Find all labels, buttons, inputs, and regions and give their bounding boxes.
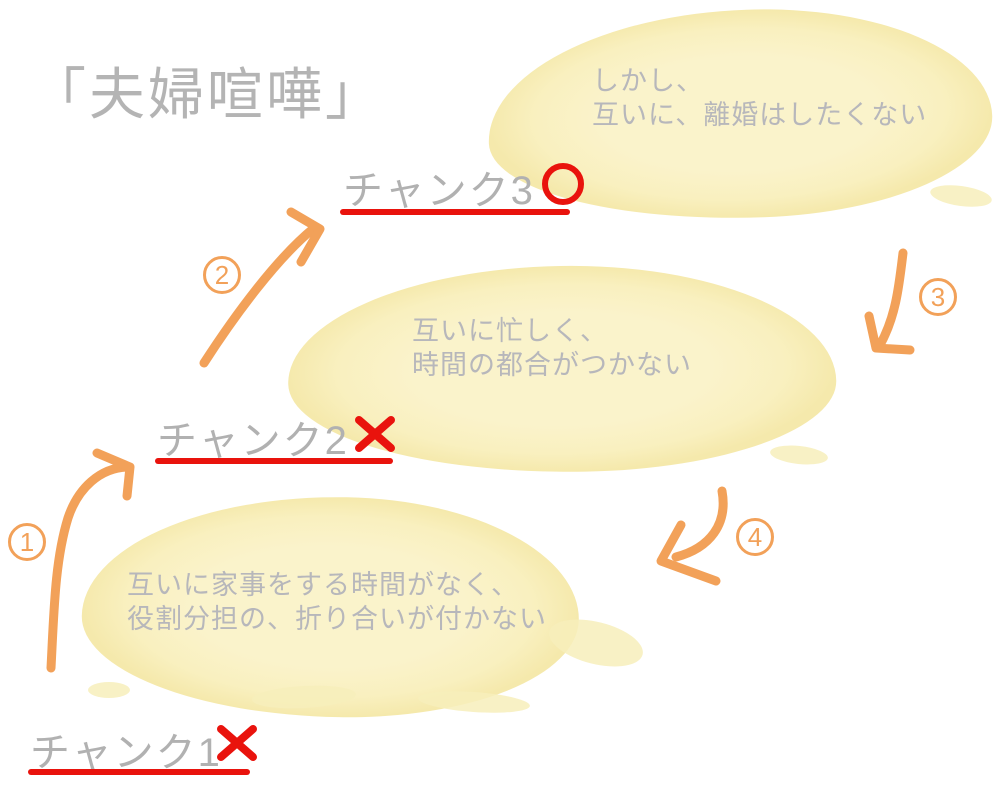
arrow-step3-head — [864, 311, 915, 355]
paint-splatter — [928, 181, 994, 211]
step-number-2: 2 — [203, 256, 241, 294]
step-number-1: 1 — [8, 523, 46, 561]
paint-splatter — [769, 443, 829, 467]
bubble-busy-text: 互いに忙しく、 時間の都合がつかない — [412, 314, 692, 382]
bubble-text-line: 互いに、離婚はしたくない — [592, 100, 928, 130]
arrow-step1-head — [92, 448, 135, 501]
bubble-text-line: しかし、 — [592, 66, 704, 96]
chunk3-label: チャンク3 — [343, 169, 535, 213]
paint-splatter — [544, 611, 648, 675]
arrow-step2-head — [286, 207, 325, 267]
bubble-text-line: 互いに忙しく、 — [412, 316, 608, 346]
chunk1-underline — [28, 769, 250, 775]
arrow-step4 — [671, 486, 728, 562]
arrow-step4-head — [656, 520, 721, 586]
bubble-housework-text: 互いに家事をする時間がなく、 役割分担の、折り合いが付かない — [127, 568, 547, 636]
page-title: 「夫婦喧嘩」 — [30, 63, 384, 126]
chunk1-label: チャンク1 — [30, 731, 222, 775]
cross-mark-icon — [352, 415, 398, 453]
paint-splatter — [417, 688, 531, 716]
bubble-text-line: 互いに家事をする時間がなく、 — [127, 570, 519, 600]
chunk2-label: チャンク2 — [157, 419, 349, 463]
cross-mark-icon — [214, 723, 260, 763]
bubble-text-line: 時間の都合がつかない — [412, 350, 692, 380]
chunk2-underline — [155, 458, 393, 464]
bubble-divorce-text: しかし、 互いに、離婚はしたくない — [592, 64, 927, 132]
step-number-3: 3 — [919, 278, 957, 316]
arrow-step2 — [199, 223, 319, 368]
chunk3-underline — [340, 209, 570, 215]
bubble-text-line: 役割分担の、折り合いが付かない — [127, 604, 547, 634]
arrow-step3 — [875, 248, 908, 350]
paint-splatter — [88, 682, 130, 698]
step-number-4: 4 — [736, 518, 774, 556]
circle-mark-icon — [542, 163, 584, 205]
